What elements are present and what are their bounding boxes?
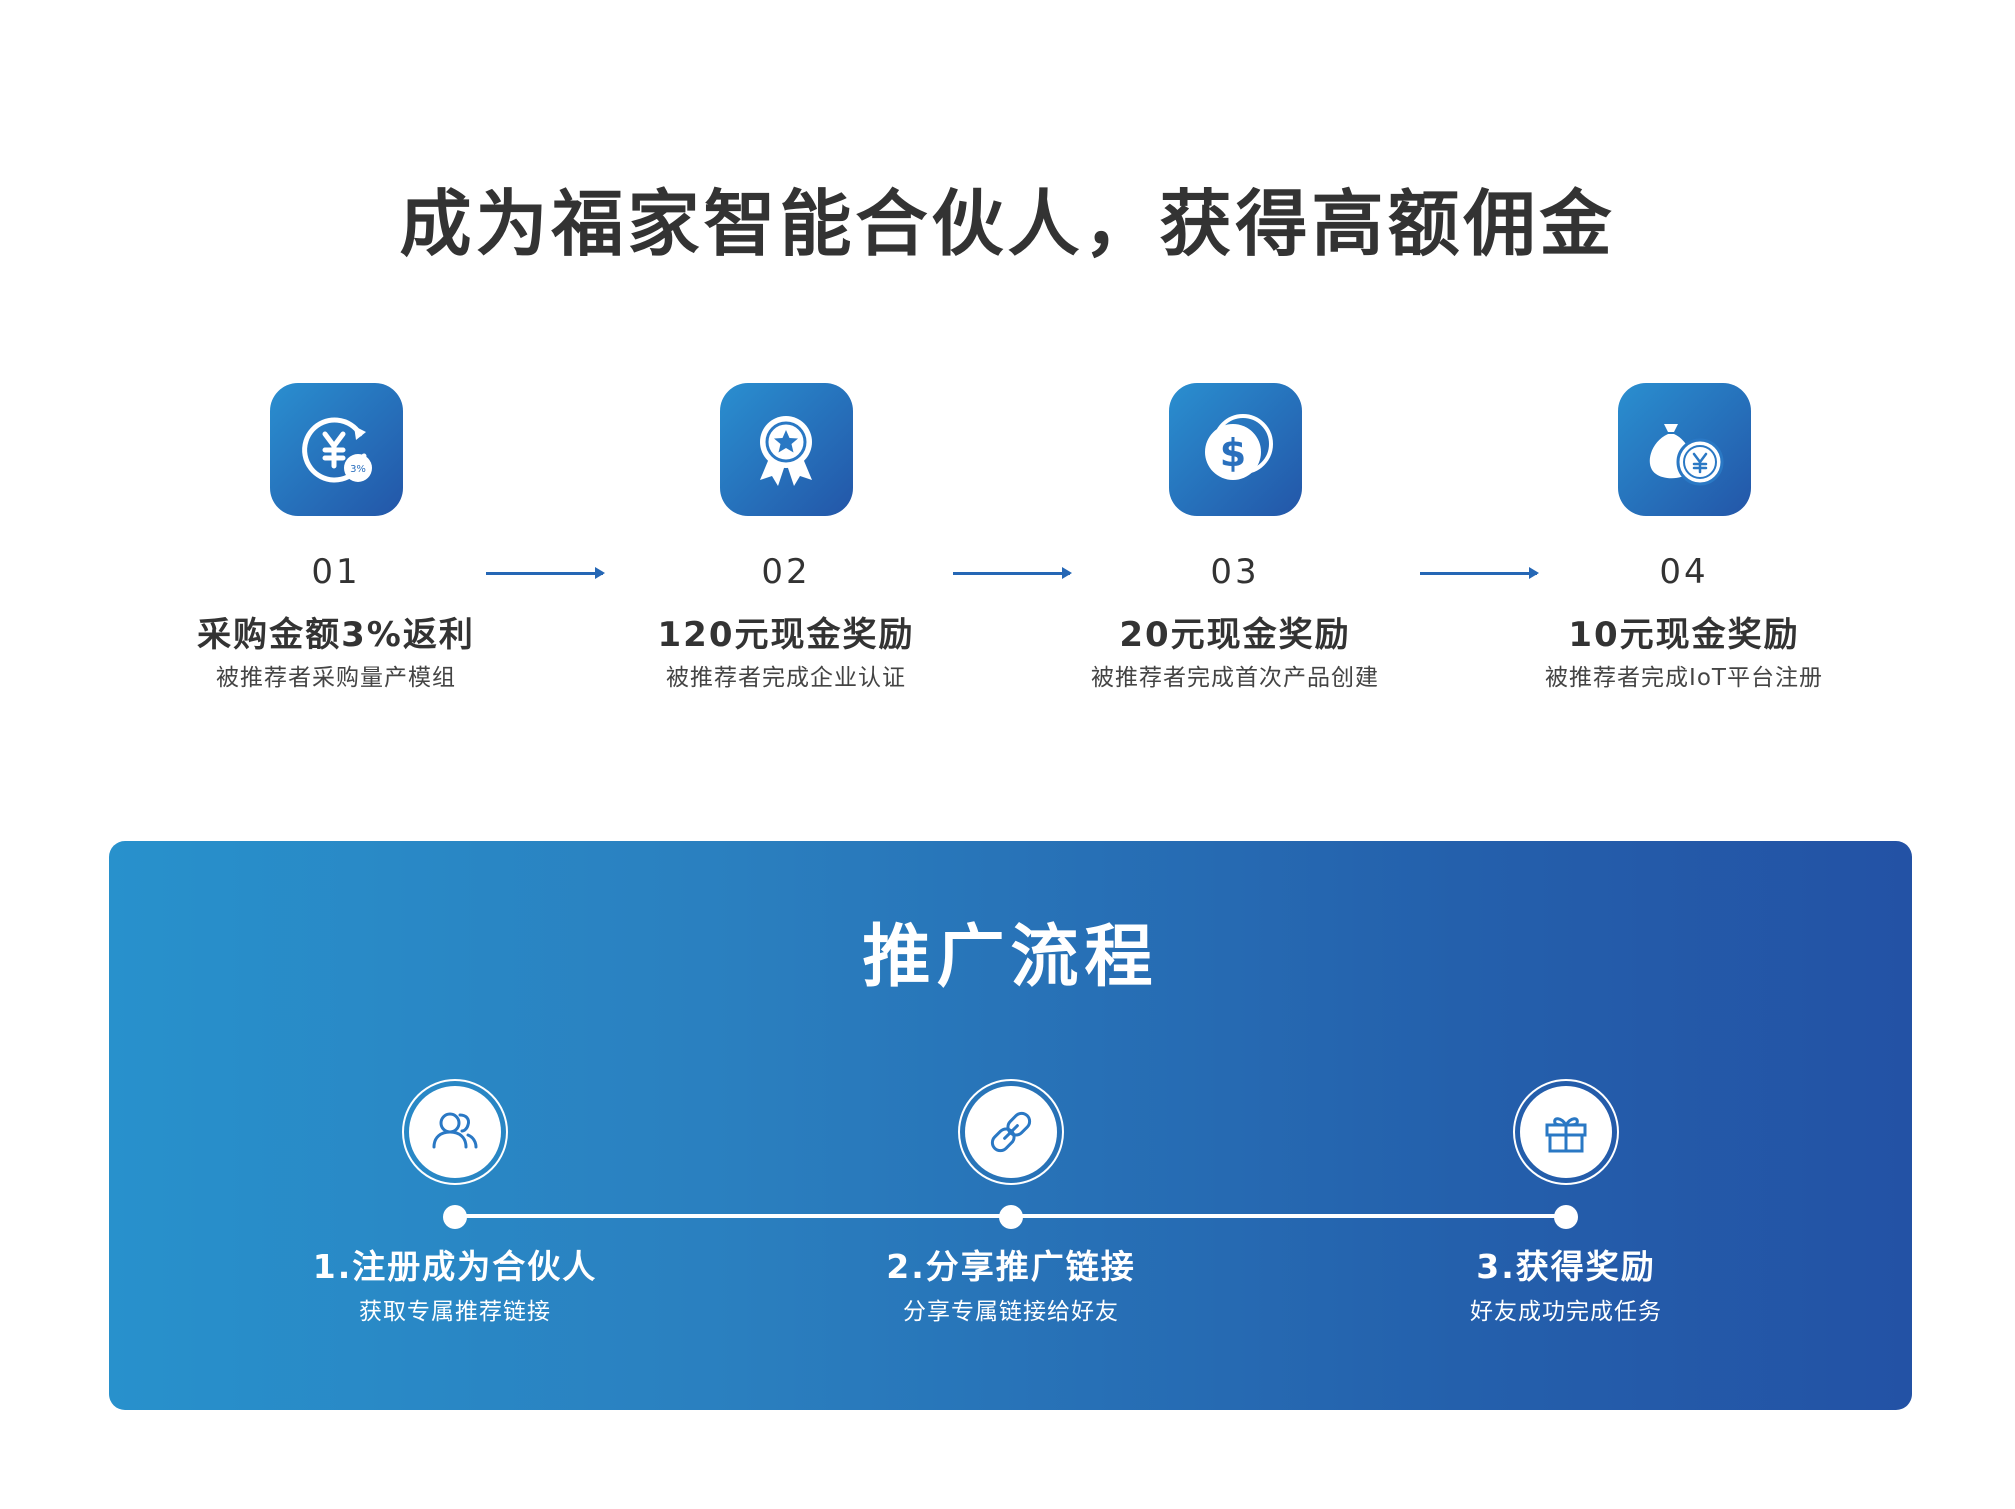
link-icon: [965, 1086, 1057, 1178]
step-title: 2.分享推广链接: [886, 1247, 1136, 1286]
reward-card-1: 3% 01 采购金额3%返利 被推荐者采购量产模组: [111, 383, 561, 694]
reward-title: 120元现金奖励: [657, 615, 915, 655]
step-icon-ring: [958, 1079, 1064, 1185]
reward-description: 被推荐者完成IoT平台注册: [1545, 665, 1823, 691]
step-2: 2.分享推广链接 分享专属链接给好友: [811, 1079, 1211, 1325]
step-description: 获取专属推荐链接: [359, 1299, 551, 1325]
reward-card-2: 02 120元现金奖励 被推荐者完成企业认证: [561, 383, 1011, 694]
page-title: 成为福家智能合伙人，获得高额佣金: [399, 182, 1616, 266]
reward-title: 10元现金奖励: [1568, 615, 1800, 655]
reward-number: 02: [761, 552, 811, 592]
step-1: 1.注册成为合伙人 获取专属推荐链接: [255, 1079, 655, 1325]
reward-number: 01: [311, 552, 361, 592]
reward-title: 20元现金奖励: [1119, 615, 1351, 655]
timeline-dot: [1554, 1205, 1578, 1229]
arrow-3-icon: [1420, 567, 1539, 579]
yen-refresh-icon: 3%: [269, 383, 403, 516]
reward-card-3: $ 03 20元现金奖励 被推荐者完成首次产品创建: [1010, 383, 1460, 694]
step-icon-ring: [1513, 1079, 1619, 1185]
gift-icon: [1520, 1086, 1612, 1178]
step-description: 好友成功完成任务: [1470, 1299, 1662, 1325]
users-icon: [409, 1086, 501, 1178]
reward-number: 03: [1210, 552, 1260, 592]
step-description: 分享专属链接给好友: [903, 1299, 1119, 1325]
arrow-2-icon: [953, 567, 1072, 579]
reward-description: 被推荐者采购量产模组: [216, 665, 456, 691]
reward-number: 04: [1659, 552, 1709, 592]
award-badge-icon: [719, 383, 853, 516]
svg-text:$: $: [1220, 431, 1246, 475]
step-3: 3.获得奖励 好友成功完成任务: [1366, 1079, 1766, 1325]
timeline-dot: [443, 1205, 467, 1229]
panel-title: 推广流程: [862, 918, 1159, 997]
arrow-1-icon: [486, 567, 605, 579]
step-title: 1.注册成为合伙人: [312, 1247, 598, 1286]
money-bag-icon: [1617, 383, 1751, 516]
step-icon-ring: [402, 1079, 508, 1185]
reward-title: 采购金额3%返利: [197, 615, 475, 655]
reward-description: 被推荐者完成企业认证: [666, 665, 906, 691]
promotion-panel: 推广流程 1.注册成为合伙人 获取专属推荐链接: [109, 841, 1912, 1410]
reward-card-4: 04 10元现金奖励 被推荐者完成IoT平台注册: [1459, 383, 1909, 694]
reward-description: 被推荐者完成首次产品创建: [1091, 665, 1379, 691]
step-title: 3.获得奖励: [1476, 1247, 1656, 1286]
dollar-coins-icon: $: [1168, 383, 1302, 516]
reward-1-badge-text: 3%: [350, 464, 366, 475]
timeline-dot: [999, 1205, 1023, 1229]
